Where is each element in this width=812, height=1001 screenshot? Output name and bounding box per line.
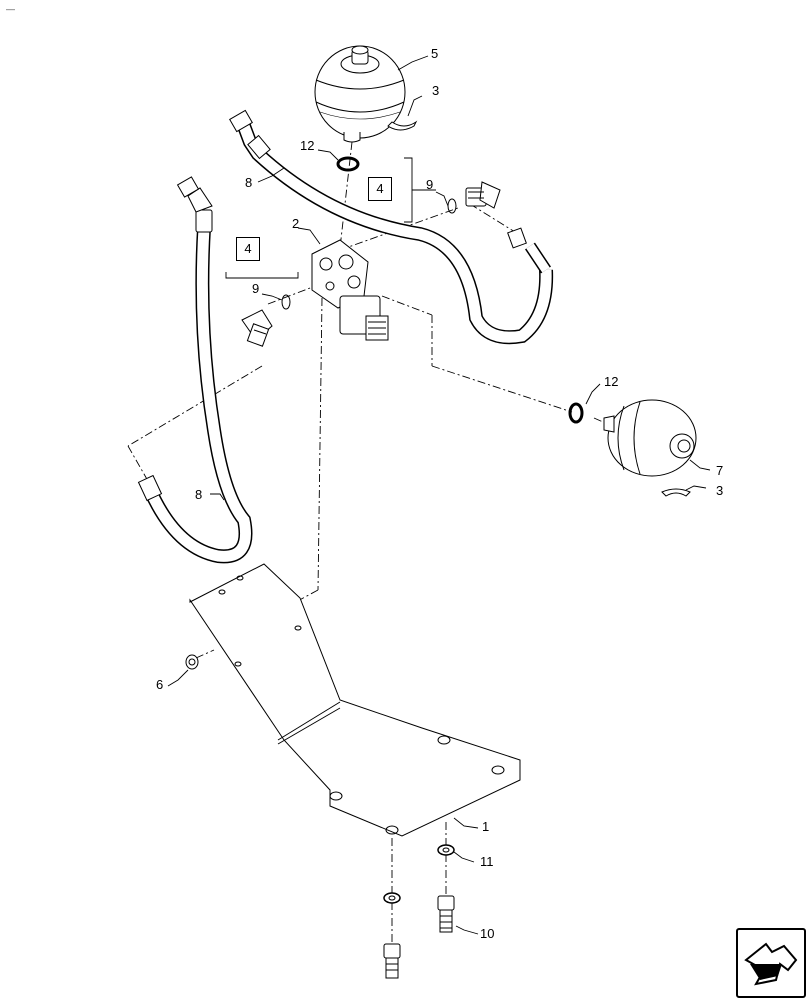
callout-10: 10 (480, 926, 495, 941)
callout-8-left: 8 (195, 487, 203, 502)
callout-12-top: 12 (300, 138, 315, 153)
washer-lower (383, 892, 401, 904)
hose-upper (229, 109, 554, 345)
o-ring-12-top (336, 156, 360, 172)
callout-leaders (167, 55, 711, 935)
elbow-fitting-right (465, 181, 501, 209)
washer-11 (437, 844, 455, 856)
elbow-fitting-left (241, 309, 273, 347)
callout-2: 2 (292, 216, 300, 231)
callout-6: 6 (156, 677, 164, 692)
callout-9-right: 9 (426, 177, 434, 192)
callout-9-left: 9 (252, 281, 260, 296)
callout-3-top: 3 (432, 83, 440, 98)
o-ring-12-right (568, 402, 584, 424)
accumulator-right (603, 399, 697, 497)
callout-4-left: 4 (236, 237, 260, 261)
mounting-bracket (189, 563, 521, 837)
callout-1: 1 (482, 819, 490, 834)
callout-3-right: 3 (716, 483, 724, 498)
valve-block (311, 239, 389, 341)
callout-7: 7 (716, 463, 724, 478)
callout-5: 5 (431, 46, 439, 61)
callout-4-right: 4 (368, 177, 392, 201)
arrow-turn-icon (744, 942, 798, 986)
navigation-button[interactable] (736, 928, 806, 998)
bolt-lower (383, 943, 401, 979)
callout-8-upper: 8 (245, 175, 253, 190)
callout-12-right: 12 (604, 374, 619, 389)
nut-6 (185, 654, 199, 670)
hose-left (137, 176, 253, 564)
callout-11: 11 (480, 854, 494, 869)
accumulator-top (314, 45, 418, 143)
o-ring-9-left (281, 294, 291, 310)
bolt-10 (437, 895, 455, 933)
page-code: — (6, 4, 15, 14)
o-ring-9-right (447, 198, 457, 214)
